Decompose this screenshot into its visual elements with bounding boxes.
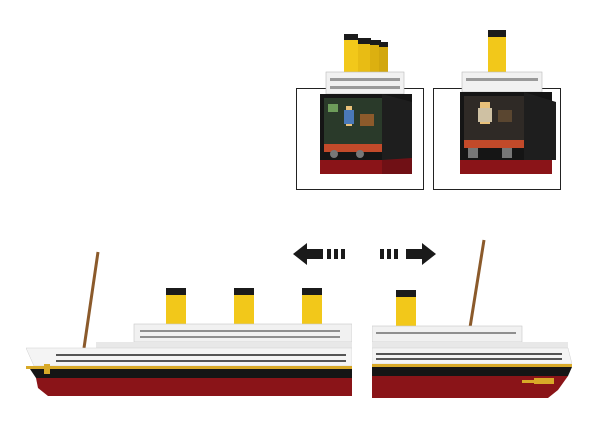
arrow-right-icon <box>380 243 436 265</box>
bow-cross-section-model <box>320 34 412 174</box>
foremast <box>82 251 100 349</box>
cross-section-funnel <box>488 30 506 72</box>
rear-funnel <box>396 290 416 326</box>
funnels <box>166 288 322 324</box>
stern-cross-section-model <box>460 30 556 174</box>
ship-bow-section <box>26 251 352 396</box>
ship-stern-section <box>372 239 572 398</box>
mainmast <box>466 239 486 341</box>
arrow-left-icon <box>293 243 345 265</box>
cross-section-funnels <box>344 34 388 72</box>
